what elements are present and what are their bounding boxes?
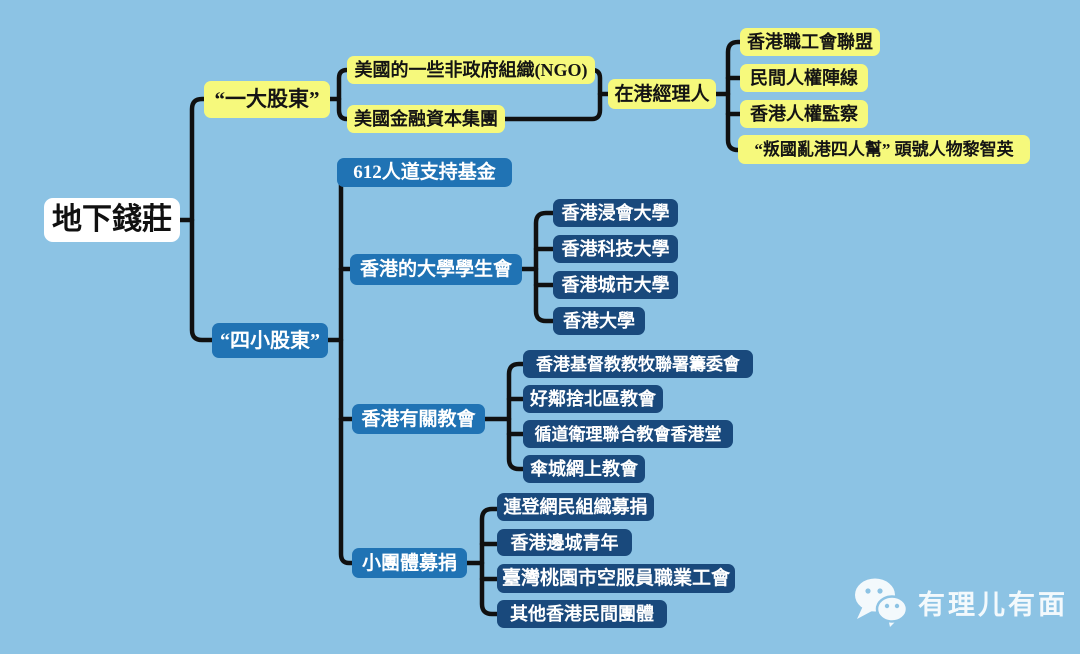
node-hk-manager: 在港經理人 [608,79,716,109]
node-methodist-church: 循道衛理聯合教會香港堂 [523,420,733,448]
node-civil-front: 民間人權陣線 [740,64,868,92]
node-hk-ctu: 香港職工會聯盟 [740,28,880,56]
wechat-icon [855,578,908,627]
node-hkust: 香港科技大學 [553,235,678,263]
node-other-civil-groups: 其他香港民間團體 [497,600,667,628]
node-hku: 香港大學 [553,307,645,335]
node-root: 地下錢莊 [44,198,180,242]
node-small-groups: 小團體募捐 [352,548,467,578]
node-churches: 香港有關教會 [352,404,485,434]
node-edge-city-youth: 香港邊城青年 [497,529,632,556]
node-612-fund: 612人道支持基金 [337,158,512,187]
watermark: 有理儿有面 [854,576,1068,628]
node-taoyuan-union: 臺灣桃園市空服員職業工會 [497,564,735,593]
node-pastors-committee: 香港基督教教牧聯署籌委會 [523,350,753,378]
node-hkbu: 香港浸會大學 [553,199,678,227]
node-small-shareholders: “四小股東” [212,323,328,358]
node-umbrella-online-church: 傘城網上教會 [523,455,645,483]
node-big-shareholder: “一大股東” [204,81,330,118]
node-good-neighbour-church: 好鄰捨北區教會 [523,385,663,413]
node-gang-of-four: “叛國亂港四人幫” 頭號人物黎智英 [738,135,1030,164]
node-student-unions: 香港的大學學生會 [350,254,522,285]
node-us-finance-group: 美國金融資本集團 [347,105,505,133]
node-lihkg-fundraising: 連登網民組織募捐 [497,493,654,521]
watermark-label: 有理儿有面 [918,589,1068,620]
node-cityu: 香港城市大學 [553,271,678,299]
node-hk-hr-monitor: 香港人權監察 [740,100,868,128]
node-us-ngo: 美國的一些非政府組織(NGO) [347,56,595,84]
